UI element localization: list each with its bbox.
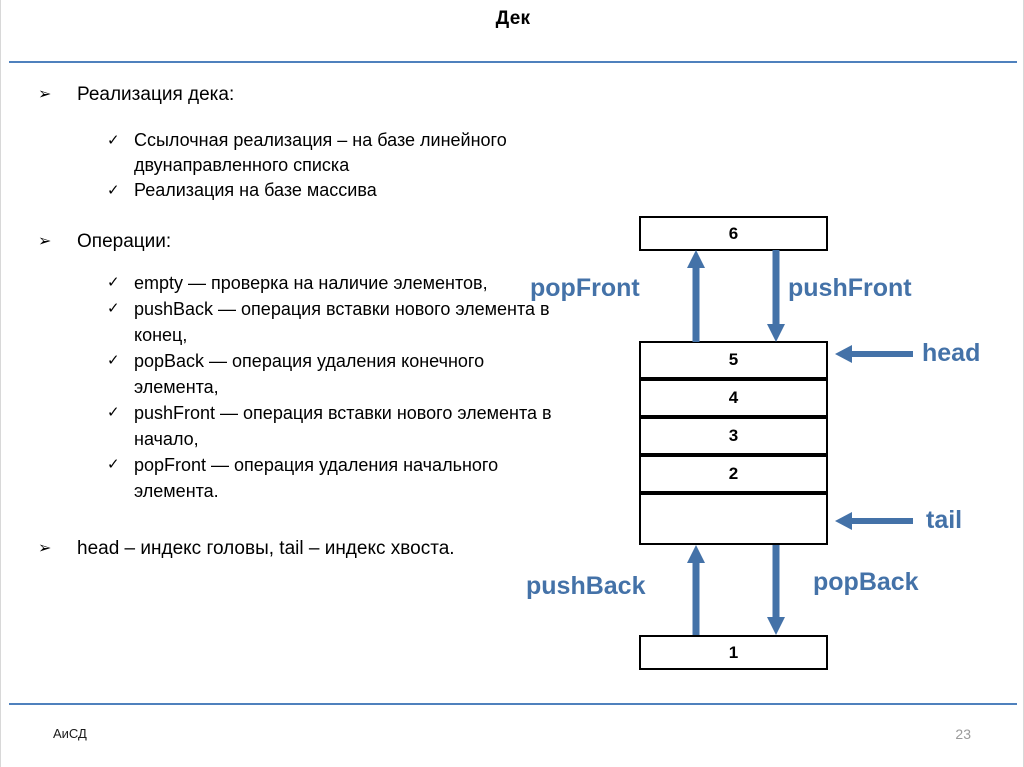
list-item: ✓ Ссылочная реализация – на базе линейно… (29, 128, 629, 178)
implementation-list: ✓ Ссылочная реализация – на базе линейно… (29, 128, 629, 203)
bullet-head-tail: ➢ head – индекс головы, tail – индекс хв… (29, 536, 517, 562)
content-column: ➢ Реализация дека: ✓ Ссылочная реализаци… (29, 74, 629, 562)
diagram-cell-top[interactable]: 6 (639, 216, 828, 251)
pop-back-arrow-icon (767, 545, 785, 635)
check-bullet-icon: ✓ (107, 352, 120, 369)
footer-divider (9, 703, 1017, 705)
head-label: head (922, 339, 981, 367)
list-item: ✓ pushBack — операция вставки нового эле… (29, 296, 554, 348)
diagram-cell-stack-2[interactable]: 3 (639, 417, 828, 455)
list-item-label: pushBack — операция вставки нового элеме… (134, 299, 550, 345)
push-back-arrow-icon (687, 545, 705, 635)
check-bullet-icon: ✓ (107, 274, 120, 291)
list-item: ✓ empty — проверка на наличие элементов, (29, 270, 554, 296)
list-item: ✓ pushFront — операция вставки нового эл… (29, 400, 554, 452)
list-item-label: pushFront — операция вставки нового элем… (134, 403, 552, 449)
list-item: ✓ Реализация на базе массива (29, 178, 629, 203)
check-bullet-icon: ✓ (107, 456, 120, 473)
tail-label: tail (926, 506, 963, 534)
list-item: ✓ popFront — операция удаления начальног… (29, 452, 554, 504)
bullet-implementation-label: Реализация дека: (77, 84, 235, 105)
head-pointer-arrow-icon (835, 345, 913, 363)
list-item-label: popBack — операция удаления конечного эл… (134, 351, 485, 397)
page-number: 23 (955, 726, 971, 742)
diagram-cell-bottom[interactable]: 1 (639, 635, 828, 670)
diagram-cell-stack-4[interactable] (639, 493, 828, 545)
check-bullet-icon: ✓ (107, 132, 120, 149)
pop-front-label: popFront (530, 274, 640, 302)
list-item-label: empty — проверка на наличие элементов, (134, 273, 488, 293)
check-bullet-icon: ✓ (107, 300, 120, 317)
diagram-cell-stack-1[interactable]: 4 (639, 379, 828, 417)
footer-course-label: АиСД (53, 726, 87, 741)
page-title: Дек (495, 8, 531, 29)
push-front-arrow-icon (767, 250, 785, 342)
tail-pointer-arrow-icon (835, 512, 913, 530)
list-item-label: Реализация на базе массива (134, 180, 377, 200)
bullet-operations: ➢ Операции: (29, 229, 629, 255)
arrow-bullet-icon: ➢ (38, 86, 52, 103)
bullet-operations-label: Операции: (77, 231, 172, 252)
list-item-label: popFront — операция удаления начального … (134, 455, 499, 501)
diagram-cell-stack-0[interactable]: 5 (639, 341, 828, 379)
push-front-label: pushFront (788, 274, 912, 302)
title-divider (9, 61, 1017, 63)
bullet-implementation: ➢ Реализация дека: (29, 82, 629, 108)
push-back-label: pushBack (526, 572, 646, 600)
list-item: ✓ popBack — операция удаления конечного … (29, 348, 554, 400)
arrow-bullet-icon: ➢ (38, 233, 52, 250)
arrow-bullet-icon: ➢ (38, 540, 52, 557)
pop-back-label: popBack (813, 568, 919, 596)
pop-front-arrow-icon (687, 250, 705, 342)
diagram-cell-stack-3[interactable]: 2 (639, 455, 828, 493)
list-item-label: Ссылочная реализация – на базе линейного… (134, 130, 507, 175)
bullet-head-tail-label: head – индекс головы, tail – индекс хвос… (77, 538, 455, 559)
check-bullet-icon: ✓ (107, 182, 120, 199)
operations-list: ✓ empty — проверка на наличие элементов,… (29, 270, 629, 504)
check-bullet-icon: ✓ (107, 404, 120, 421)
